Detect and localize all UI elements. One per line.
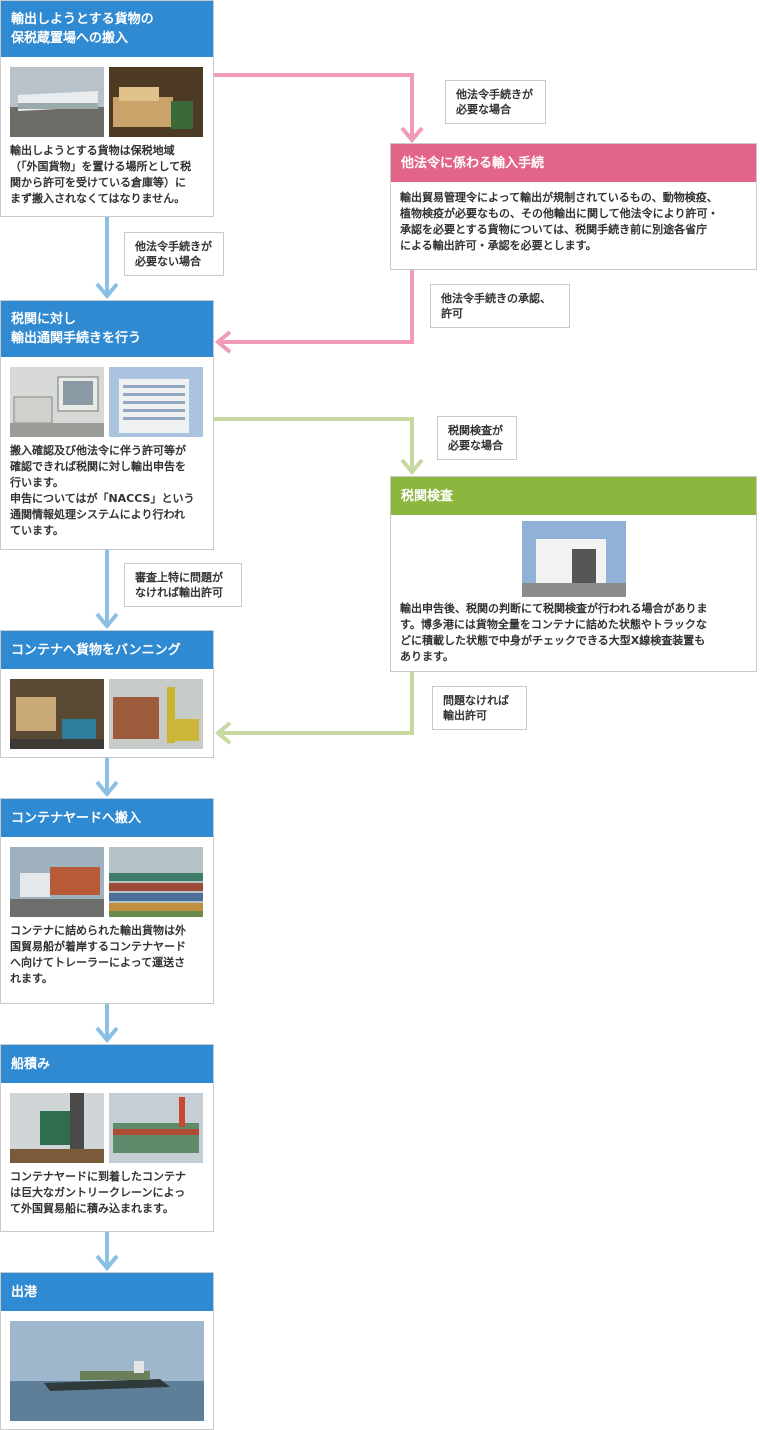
step-description: コンテナヤードに到着したコンテナ は巨大なガントリークレーンによっ て外国貿易船… [10, 1170, 186, 1215]
other-law-arrows [214, 73, 424, 354]
step-title: コンテナヤードへ搬入 [1, 799, 213, 837]
step-photos [1, 1083, 213, 1163]
note-other-law-not-required: 他法令手続きが 必要ない場合 [124, 232, 224, 276]
step-title: 輸出しようとする貨物の 保税蔵置場への搬入 [1, 1, 213, 57]
step-customs-declaration: 税関に対し 輸出通関手続きを行う 搬入確認及び他法令に伴う許可等が 確認できれば… [0, 300, 214, 550]
step-departure: 出港 [0, 1272, 214, 1430]
note-other-law-approved: 他法令手続きの承認、 許可 [430, 284, 570, 328]
step-title: 税関に対し 輸出通関手続きを行う [1, 301, 213, 357]
step-title: コンテナへ貨物をバンニング [1, 631, 213, 669]
inspection-title: 税関検査 [391, 477, 756, 515]
customs-inspection: 税関検査 輸出申告後、税関の判断にて税関検査が行われる場合がありま す。博多港に… [390, 476, 757, 672]
procedure-description: 輸出貿易管理令によって輸出が規制されているもの、動物検疫、 植物検疫が必要なもの… [400, 191, 719, 252]
step-title: 船積み [1, 1045, 213, 1083]
step-photos [1, 837, 213, 917]
xray-facility-photo [521, 521, 626, 597]
step-bonded-warehouse: 輸出しようとする貨物の 保税蔵置場への搬入 輸出しようとする貨物は保税地域 （「… [0, 0, 214, 217]
step-photos [1, 57, 213, 137]
trailer-photo [10, 847, 104, 917]
step-photos [1, 1311, 213, 1421]
note-no-problem-export: 問題なければ 輸出許可 [432, 686, 527, 730]
step-title: 出港 [1, 1273, 213, 1311]
inspection-arrows [214, 417, 424, 745]
inspection-photo-wrap [391, 515, 756, 597]
step-description: 輸出しようとする貨物は保税地域 （「外国貨物」を置ける場所として税 関から許可を… [10, 144, 192, 205]
container-loading-photo [109, 679, 203, 749]
departing-ship-photo [10, 1321, 204, 1421]
computer-photo [10, 367, 104, 437]
step-container-yard: コンテナヤードへ搬入 コンテナに詰められた輸出貨物は外 国貿易船が着岸するコンテ… [0, 798, 214, 1004]
customs-building-photo [109, 367, 203, 437]
other-law-procedure: 他法令に係わる輸入手続 輸出貿易管理令によって輸出が規制されているもの、動物検疫… [390, 143, 757, 270]
step-loading: 船積み コンテナヤードに到着したコンテナ は巨大なガントリークレーンによっ て外… [0, 1044, 214, 1232]
container-stacks-photo [109, 847, 203, 917]
warehouse-photo [10, 67, 104, 137]
gantry-crane-photo [10, 1093, 104, 1163]
main-flow-arrows [95, 217, 119, 1272]
forklift-photo [10, 679, 104, 749]
note-no-problem-examination: 審査上特に問題が なければ輸出許可 [124, 563, 242, 607]
cargo-photo [109, 67, 203, 137]
step-description: コンテナに詰められた輸出貨物は外 国貿易船が着岸するコンテナヤード へ向けてトレ… [10, 924, 186, 985]
note-inspection-required: 税関検査が 必要な場合 [437, 416, 517, 460]
step-description: 搬入確認及び他法令に伴う許可等が 確認できれば税関に対し輸出申告を 行います。 … [10, 444, 195, 537]
step-photos [1, 357, 213, 437]
step-vanning: コンテナへ貨物をバンニング [0, 630, 214, 758]
ship-loading-photo [109, 1093, 203, 1163]
procedure-title: 他法令に係わる輸入手続 [391, 144, 756, 182]
step-photos [1, 669, 213, 749]
inspection-description: 輸出申告後、税関の判断にて税関検査が行われる場合がありま す。博多港には貨物全量… [400, 602, 708, 663]
note-other-law-required: 他法令手続きが 必要な場合 [445, 80, 546, 124]
